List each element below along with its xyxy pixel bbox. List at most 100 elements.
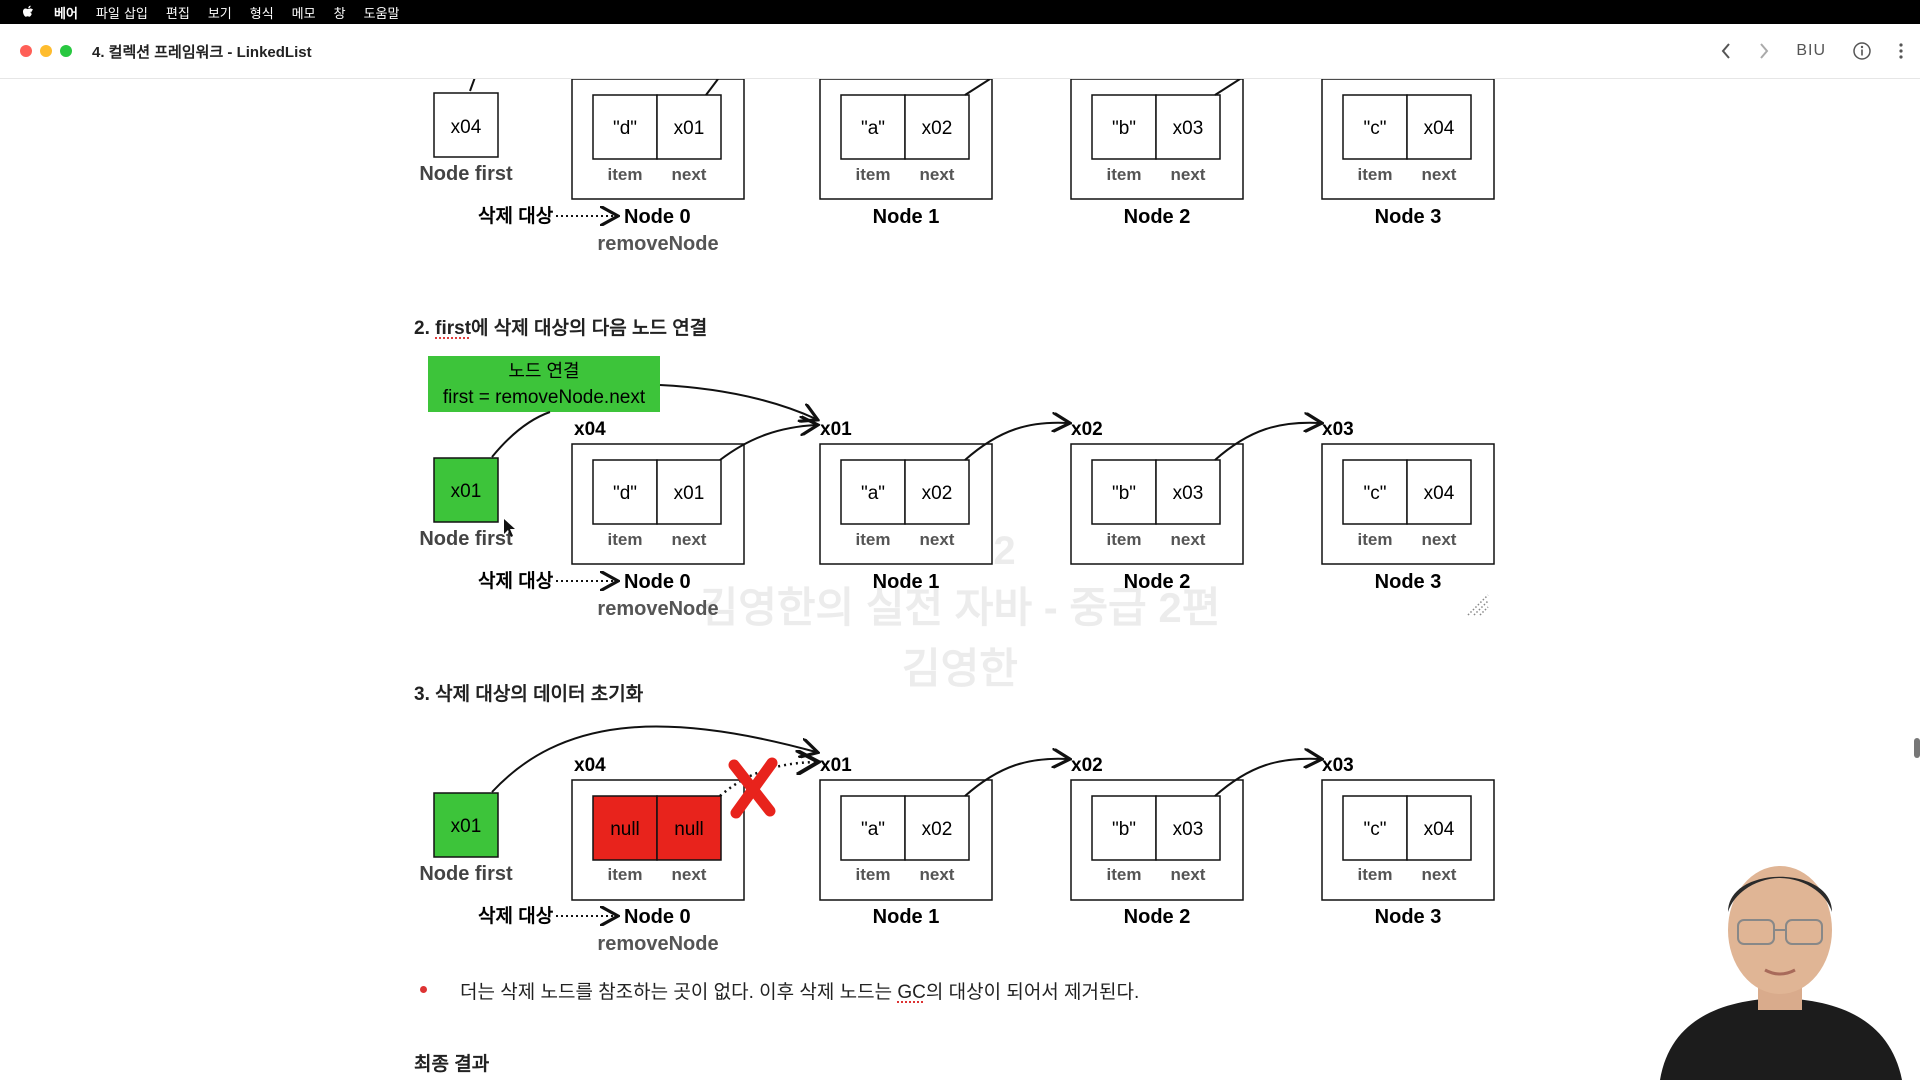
diagram-3: x01 Node first x04 x01 x02 x03 null null… (419, 725, 1495, 955)
note-content[interactable]: 12252 김영한의 실전 자바 - 중급 2편 김영한 2. first에 삭… (0, 79, 1920, 1080)
menu-edit[interactable]: 편집 (165, 6, 190, 22)
menu-format[interactable]: 형식 (249, 6, 274, 22)
d2-first-value: x01 (451, 481, 482, 502)
d2-node2-next-label: next (1171, 530, 1206, 549)
vertical-scrollbar[interactable] (1914, 738, 1920, 758)
menu-note[interactable]: 메모 (291, 6, 316, 22)
d2-addr-x02: x02 (1071, 419, 1103, 440)
toolbar-right: BIU (1720, 24, 1904, 78)
back-button[interactable] (1720, 42, 1732, 60)
minimize-window-button[interactable] (40, 45, 52, 57)
heading-final: 최종 결과 (414, 1054, 490, 1075)
d1-node0-next: x01 (674, 118, 705, 139)
d2-addr-x03: x03 (1322, 419, 1354, 440)
d2-addr-x01: x01 (820, 419, 852, 440)
d2-node0-label: Node 0 (624, 571, 691, 593)
d3-addr-x02: x02 (1071, 755, 1103, 776)
d2-remove-node-label: removeNode (597, 598, 718, 620)
d3-addr-x03: x03 (1322, 755, 1354, 776)
d2-node0-next: x01 (674, 483, 705, 504)
mouse-cursor-icon (504, 519, 515, 537)
d3-node2-item: "b" (1112, 819, 1136, 840)
d2-node3-label: Node 3 (1375, 571, 1442, 593)
d1-node3-item: "c" (1364, 118, 1387, 139)
d3-node3-next: x04 (1424, 819, 1455, 840)
d1-node-first-label: Node first (419, 163, 513, 185)
d2-node1-next: x02 (922, 483, 953, 504)
heading-step2: 2. first에 삭제 대상의 다음 노드 연결 (414, 313, 707, 340)
heading-step2-rest: 에 삭제 대상의 다음 노드 연결 (471, 318, 708, 339)
d2-node2-item: "b" (1112, 483, 1136, 504)
apple-icon[interactable] (20, 4, 36, 20)
menu-view[interactable]: 보기 (207, 6, 232, 22)
d2-addr-x04: x04 (574, 419, 606, 440)
d3-remove-node-label: removeNode (597, 933, 718, 955)
d3-node1-item-label: item (856, 865, 891, 884)
d2-node3-next: x04 (1424, 483, 1455, 504)
d3-delete-target: 삭제 대상 (478, 905, 554, 927)
chevron-right-icon (1760, 43, 1769, 59)
d3-node1-next: x02 (922, 819, 953, 840)
d1-delete-target: 삭제 대상 (478, 205, 554, 227)
d1-first-value: x04 (451, 117, 482, 138)
d3-node1-item: "a" (861, 819, 885, 840)
d2-callout-code: first = removeNode.next (443, 387, 646, 408)
menu-help[interactable]: 도움말 (363, 6, 400, 22)
heading-step2-prefix: 2. (414, 318, 436, 339)
d3-node3-next-label: next (1422, 865, 1457, 884)
window-titlebar: 4. 컬렉션 프레임워크 - LinkedList BIU (0, 24, 1920, 79)
d2-node0-item-label: item (608, 530, 643, 549)
d1-node2-next: x03 (1173, 118, 1204, 139)
diagram-1: x04 Node first "d" x01 item next "a" x02… (419, 79, 1495, 255)
d3-node3-item: "c" (1364, 819, 1387, 840)
image-resize-handle-icon[interactable] (1467, 594, 1489, 616)
zoom-window-button[interactable] (60, 45, 72, 57)
more-button[interactable] (1898, 42, 1904, 60)
d1-node3-item-label: item (1358, 165, 1393, 184)
info-button[interactable] (1852, 41, 1872, 61)
d2-node2-next: x03 (1173, 483, 1204, 504)
window-controls (20, 45, 72, 57)
d2-node3-item-label: item (1358, 530, 1393, 549)
d2-node1-item: "a" (861, 483, 885, 504)
d1-node3-next-label: next (1422, 165, 1457, 184)
d3-node2-next-label: next (1171, 865, 1206, 884)
d1-node1-next: x02 (922, 118, 953, 139)
d1-remove-node-label: removeNode (597, 233, 718, 255)
diagram-2: 노드 연결 first = removeNode.next x01 Node f… (419, 356, 1495, 620)
d3-node2-label: Node 2 (1124, 906, 1191, 928)
broken-link-x-icon (728, 757, 778, 819)
d1-node1-item-label: item (856, 165, 891, 184)
d3-node2-next: x03 (1173, 819, 1204, 840)
d1-node2-next-label: next (1171, 165, 1206, 184)
d1-node2-item-label: item (1107, 165, 1142, 184)
d1-node1-next-label: next (920, 165, 955, 184)
d2-node3-item: "c" (1364, 483, 1387, 504)
d2-callout-box (428, 356, 660, 412)
bullet-gc-note: 더는 삭제 노드를 참조하는 곳이 없다. 이후 삭제 노드는 GC의 대상이 … (420, 977, 1139, 1004)
presenter-avatar (1660, 866, 1902, 1080)
d1-node0-next-label: next (672, 165, 707, 184)
d2-node0-next-label: next (672, 530, 707, 549)
forward-button[interactable] (1758, 42, 1770, 60)
d1-node0-label: Node 0 (624, 206, 691, 228)
text-format-button[interactable]: BIU (1796, 42, 1826, 59)
bullet-text: 더는 삭제 노드를 참조하는 곳이 없다. 이후 삭제 노드는 GC의 대상이 … (460, 982, 1139, 1003)
close-window-button[interactable] (20, 45, 32, 57)
d3-node0-item-label: item (608, 865, 643, 884)
heading-step2-first: first (435, 318, 472, 339)
d3-first-value: x01 (451, 816, 482, 837)
more-vertical-icon (1899, 43, 1903, 59)
linkedlist-diagrams: x04 Node first "d" x01 item next "a" x02… (419, 79, 1495, 955)
menu-file-insert[interactable]: 파일 삽입 (95, 6, 148, 22)
d1-node0-item-label: item (608, 165, 643, 184)
d2-first-box (433, 457, 499, 523)
webcam-overlay (1640, 820, 1920, 1080)
d2-node1-next-label: next (920, 530, 955, 549)
menu-window[interactable]: 창 (333, 6, 346, 22)
d3-node1-next-label: next (920, 865, 955, 884)
menu-app[interactable]: 베어 (54, 6, 78, 22)
bullet-text-post: 의 대상이 되어서 제거된다. (925, 982, 1140, 1003)
d1-node1-label: Node 1 (873, 206, 940, 228)
d2-node3-next-label: next (1422, 530, 1457, 549)
